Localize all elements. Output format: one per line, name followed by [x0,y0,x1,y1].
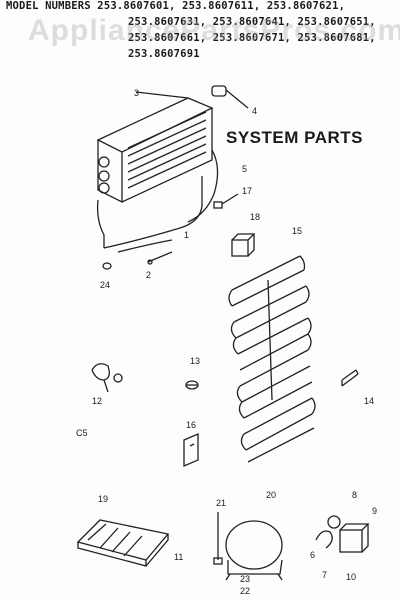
watermark: AppliancePartsPros.com [28,14,400,47]
part-24-grommet [102,262,112,270]
callout-9: 9 [372,506,378,516]
callout-21: 21 [216,498,227,508]
diagram-title: SYSTEM PARTS [226,128,363,147]
part-3-evaporator [96,91,214,204]
part-20-compressor [225,520,283,581]
callout-1: 1 [184,230,190,240]
part-18-relay [231,233,256,257]
part-21-bolt [213,512,223,565]
callout-17: 17 [242,186,253,196]
callout-20: 20 [266,490,277,500]
callout-11: 11 [174,552,184,562]
callout-16: 16 [186,420,197,430]
part-15-condenser-coil [228,255,316,463]
part-2-cap-tube [147,251,173,265]
part-14-drier [341,369,359,387]
callout-2: 2 [146,270,152,280]
callout-5: 5 [242,164,248,174]
callout-18: 18 [250,212,261,222]
part-17-connector [213,193,239,209]
part-12-harness [91,363,123,393]
callout-8: 8 [352,490,358,500]
callout-19: 19 [98,494,109,504]
callout-4: 4 [252,106,258,116]
model-numbers-line-3: 253.8607661, 253.8607671, 253.8607681, [128,32,376,44]
callout-13: 13 [190,356,201,366]
callout-24: 24 [100,280,111,290]
part-13-grommet [185,380,199,390]
part-4-clip [211,85,249,109]
part-8-overload [327,515,341,529]
callout-6: 6 [310,550,316,560]
callout-22: 22 [240,586,251,596]
section-code: C5 [76,428,88,438]
callout-12: 12 [92,396,103,406]
callout-14: 14 [364,396,375,406]
part-19-base-tray [76,519,170,567]
callout-10: 10 [346,572,357,582]
part-16-bracket [183,433,199,467]
model-numbers-line-2: 253.8607631, 253.8607641, 253.8607651, [128,16,376,28]
part-6-wire [315,530,333,549]
model-numbers-line-1: MODEL NUMBERS 253.8607601, 253.8607611, … [6,0,346,12]
callout-15: 15 [292,226,303,236]
callout-7: 7 [322,570,328,580]
callout-3: 3 [134,88,140,98]
callout-23: 23 [240,574,251,584]
part-1-tubing [96,149,219,253]
part-9-relay [339,523,370,553]
model-numbers-line-4: 253.8607691 [128,48,200,60]
